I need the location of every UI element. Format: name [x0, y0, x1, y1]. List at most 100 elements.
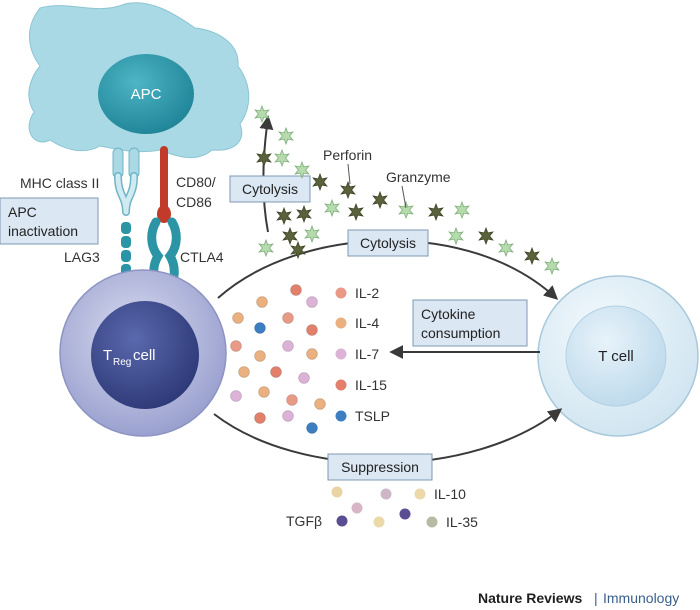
cytokine-dot: [290, 284, 302, 296]
cytokine-dot: [238, 366, 250, 378]
cytokine-dot: [314, 398, 326, 410]
perforin-star: [448, 226, 464, 246]
granzyme-label: Granzyme: [386, 169, 451, 185]
il2-legend-dot: [335, 287, 347, 299]
cd80-label-line2: CD86: [176, 194, 212, 210]
perforin-star: [278, 126, 294, 146]
suppressive-dot: [399, 508, 411, 520]
treg-cell: T Reg cell: [59, 269, 227, 437]
cytokine-dot: [282, 410, 294, 422]
il7-label: IL-7: [355, 346, 379, 362]
cytokine-consumption-box: Cytokine consumption: [412, 299, 528, 347]
perforin-star: [294, 160, 310, 180]
tslp-legend-dot: [335, 410, 347, 422]
cd80-label-line1: CD80/: [176, 174, 216, 190]
il35-legend-dot: [426, 516, 438, 528]
granzyme-star: [290, 240, 306, 260]
perforin-star: [274, 148, 290, 168]
perforin-star: [544, 256, 560, 276]
il7-legend-dot: [335, 348, 347, 360]
apc-label: APC: [131, 86, 162, 103]
tgfb-label: TGFβ: [286, 513, 322, 529]
il2-label: IL-2: [355, 285, 379, 301]
cytokine-dot: [306, 324, 318, 336]
cytokine-consumption-line2: consumption: [421, 325, 500, 341]
suppressive-dot: [373, 516, 385, 528]
perforin-pointer: [347, 163, 351, 185]
tgfb-legend-dot: [336, 515, 348, 527]
perforin-star: [498, 238, 514, 258]
treg-label-cell: cell: [133, 347, 156, 364]
apc-cell: APC: [28, 2, 250, 158]
apc-inactivation-line2: inactivation: [8, 223, 78, 239]
granzyme-star: [428, 202, 444, 222]
apc-inactivation-box: APC inactivation: [0, 197, 99, 245]
cytolysis-top-label: Cytolysis: [242, 181, 298, 197]
il35-label: IL-35: [446, 514, 478, 530]
cytokine-dot: [306, 422, 318, 434]
perforin-label: Perforin: [323, 147, 372, 163]
t-cell: T cell: [537, 275, 699, 437]
granzyme-star: [256, 148, 272, 168]
cytolysis-apc-arrow: [259, 115, 274, 233]
granzyme-star: [478, 226, 494, 246]
journal-credit: Nature Reviews | Immunology: [478, 590, 679, 606]
credit-separator: |: [594, 590, 598, 606]
granzyme-star: [276, 206, 292, 226]
cytokine-dot: [306, 348, 318, 360]
cytokine-legend: IL-2 IL-4 IL-7 IL-15 TSLP: [335, 285, 390, 424]
suppression-box: Suppression: [327, 453, 433, 481]
cytokine-dot: [232, 312, 244, 324]
il10-label: IL-10: [434, 486, 466, 502]
perforin-star: [254, 104, 270, 124]
cytolysis-top-box: Cytolysis: [229, 175, 311, 203]
lag3-label: LAG3: [64, 249, 100, 265]
cytokine-dot: [258, 386, 270, 398]
cytokine-dot: [256, 296, 268, 308]
granzyme-star: [282, 226, 298, 246]
cytokine-dot: [306, 296, 318, 308]
cytokine-dot: [254, 350, 266, 362]
cytokine-dot: [230, 390, 242, 402]
cytolysis-mid-box: Cytolysis: [347, 229, 429, 257]
cytokine-dot: [282, 312, 294, 324]
granzyme-pointer: [401, 185, 407, 209]
cytokine-consumption-line1: Cytokine: [421, 306, 476, 322]
journal-section: Immunology: [603, 590, 679, 606]
granzyme-star: [340, 180, 356, 200]
cytokine-dot: [282, 340, 294, 352]
ctla4-label: CTLA4: [180, 249, 224, 265]
suppressive-dot: [331, 486, 343, 498]
tslp-label: TSLP: [355, 408, 390, 424]
suppressive-dot: [380, 488, 392, 500]
il4-legend-dot: [335, 317, 347, 329]
il15-label: IL-15: [355, 377, 387, 393]
perforin-star: [324, 198, 340, 218]
perforin-granzyme-stars: [254, 104, 560, 276]
perforin-star: [454, 200, 470, 220]
granzyme-star: [312, 172, 328, 192]
cytokine-dots: [230, 284, 326, 434]
cytokine-dot: [254, 322, 266, 334]
apc-inactivation-line1: APC: [8, 204, 37, 220]
il4-label: IL-4: [355, 315, 379, 331]
granzyme-star: [296, 204, 312, 224]
granzyme-star: [524, 246, 540, 266]
cytokine-dot: [286, 394, 298, 406]
suppressive-dot: [351, 502, 363, 514]
mhc-class-ii-label: MHC class II: [20, 175, 99, 191]
cytokine-dot: [230, 340, 242, 352]
suppressive-cytokines: IL-10 TGFβ IL-35: [286, 486, 478, 530]
perforin-star: [258, 238, 274, 258]
il15-legend-dot: [335, 379, 347, 391]
il10-legend-dot: [414, 488, 426, 500]
treg-label-t: T: [103, 347, 112, 364]
suppression-label: Suppression: [341, 459, 419, 475]
granzyme-star: [372, 190, 388, 210]
mhc-class-ii-receptor: [112, 147, 140, 216]
perforin-star: [304, 224, 320, 244]
cytolysis-mid-label: Cytolysis: [360, 235, 416, 251]
cytokine-dot: [254, 412, 266, 424]
